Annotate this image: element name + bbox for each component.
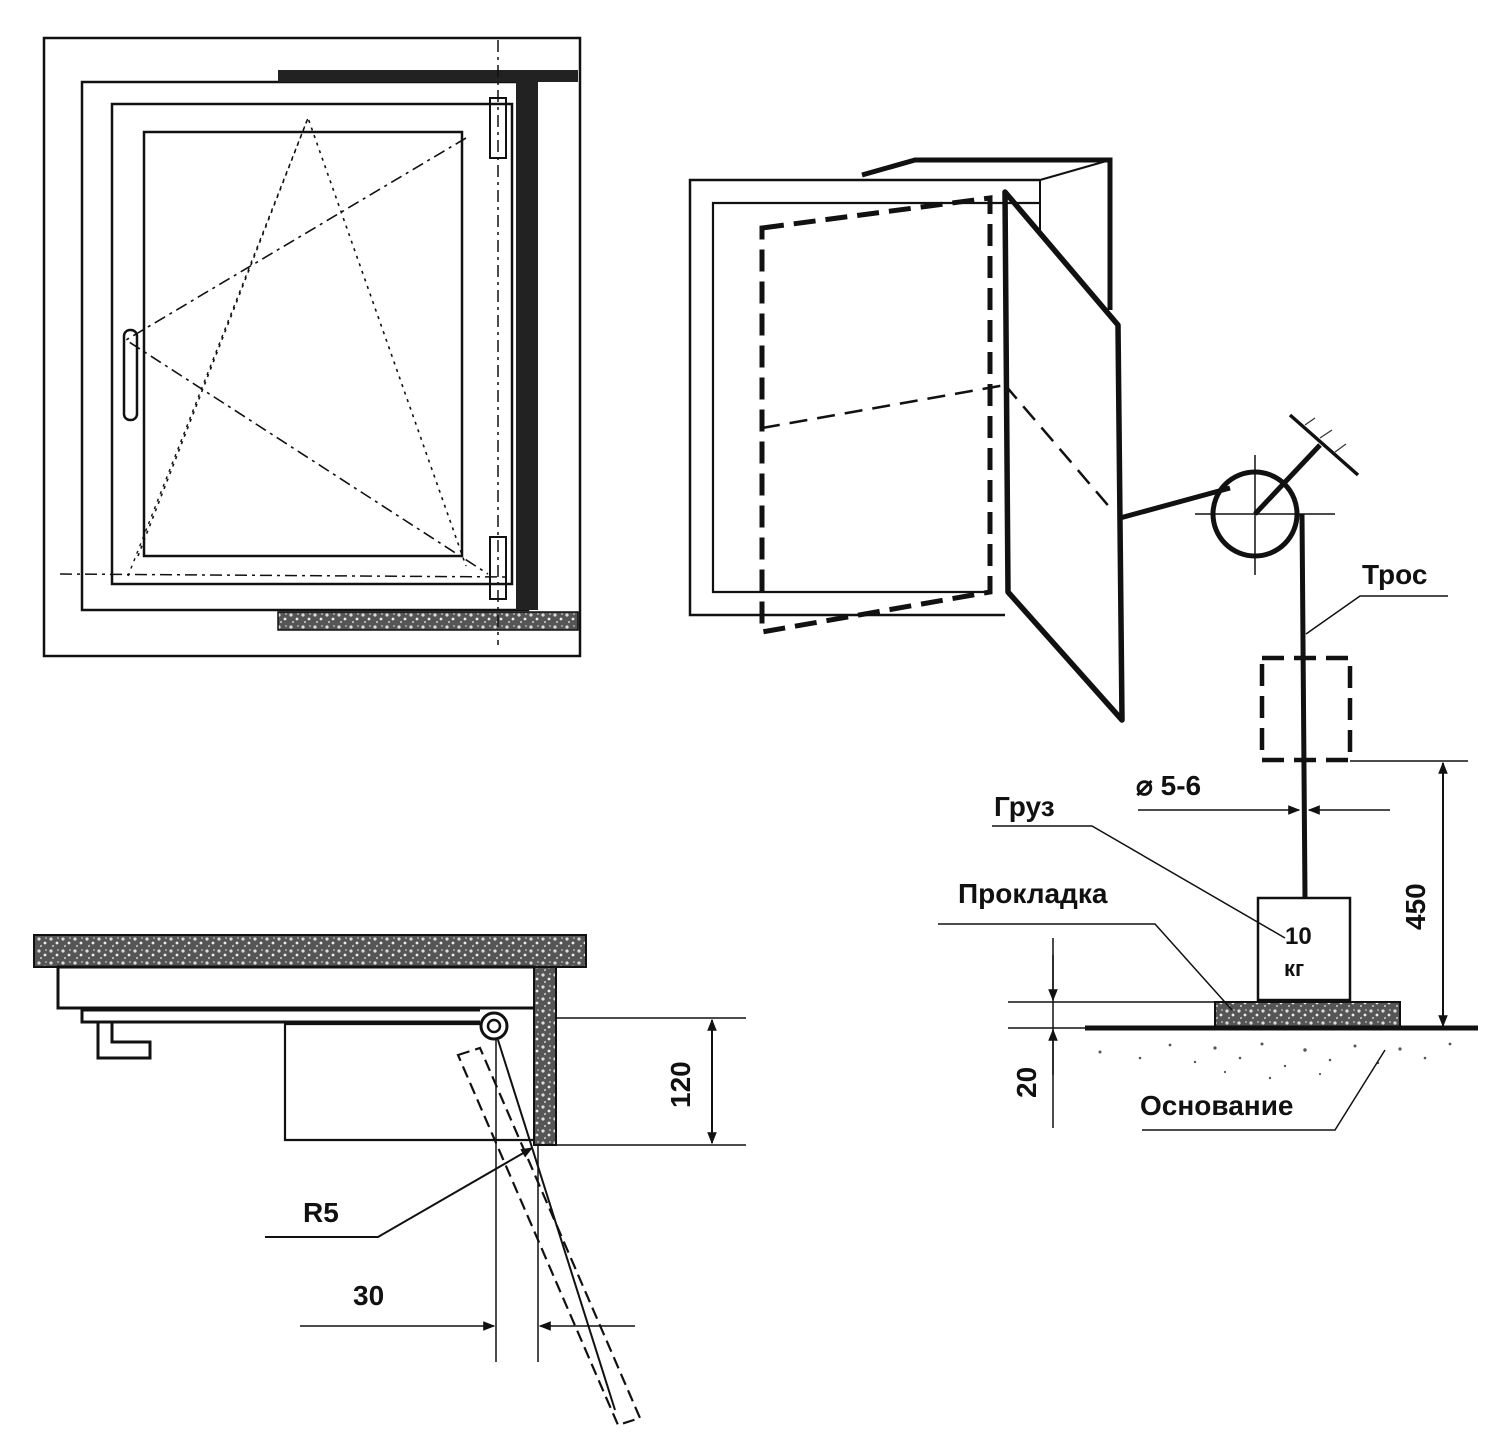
dim-text-450: 450 bbox=[1400, 883, 1431, 930]
top-slab bbox=[33, 934, 587, 968]
sash-opened-solid-edge bbox=[497, 1039, 616, 1411]
pad-gasket bbox=[1214, 1001, 1401, 1029]
label-weight: Груз bbox=[994, 791, 1055, 822]
opened-sash bbox=[1002, 189, 1125, 723]
frame-top-edge bbox=[861, 157, 1113, 310]
section-detail-view: 120 R5 30 bbox=[33, 934, 746, 1427]
window-glass bbox=[142, 130, 464, 558]
sash-section bbox=[283, 1022, 534, 1142]
ground-texture bbox=[1098, 1042, 1452, 1080]
seal-strip-right bbox=[516, 82, 538, 610]
cable-to-pulley bbox=[1119, 485, 1231, 521]
isometric-test-view: Трос ⌀ 5-6 Груз 10 кг Прокладка Основани… bbox=[688, 157, 1478, 1131]
frame-inner-outline bbox=[711, 201, 1040, 594]
seal-strip-top bbox=[278, 70, 578, 82]
sash-closed-position bbox=[759, 195, 993, 635]
dim-text-20: 20 bbox=[1011, 1067, 1042, 1098]
dim-text-30: 30 bbox=[353, 1280, 384, 1311]
leader-pad bbox=[938, 923, 1233, 1011]
label-base: Основание bbox=[1140, 1090, 1293, 1121]
seal-strip-bottom bbox=[277, 611, 579, 631]
leader-base bbox=[1142, 1049, 1386, 1131]
label-cable: Трос bbox=[1362, 559, 1427, 590]
mount-hatching bbox=[1304, 417, 1347, 453]
label-r5: R5 bbox=[303, 1197, 339, 1228]
diagonal-indicator-line bbox=[127, 117, 309, 577]
turn-indicator-lines bbox=[124, 137, 489, 575]
window-front-view bbox=[42, 36, 582, 658]
horizontal-centerline bbox=[59, 573, 509, 578]
pulley-mount bbox=[1288, 413, 1360, 477]
window-handle bbox=[122, 328, 139, 422]
sash-opened-dashed bbox=[456, 1046, 642, 1427]
frame-hook bbox=[96, 1022, 152, 1060]
dim-text-120: 120 bbox=[665, 1061, 696, 1108]
sash-mid-dashed-line-2 bbox=[1004, 384, 1113, 511]
leader-weight bbox=[992, 825, 1286, 939]
sash-mid-dashed-line bbox=[761, 383, 1006, 430]
label-pad: Прокладка bbox=[958, 878, 1108, 909]
leader-cable bbox=[1305, 595, 1448, 635]
leader-r5 bbox=[265, 1147, 534, 1238]
label-weight-value: 10 bbox=[1285, 923, 1312, 950]
pulley-bracket-arm bbox=[1253, 443, 1322, 516]
vertical-cable bbox=[1299, 513, 1308, 899]
window-sash bbox=[110, 102, 514, 586]
frame-depth-edge bbox=[1039, 159, 1111, 181]
frame-profile bbox=[56, 965, 534, 1010]
label-diameter: ⌀ 5-6 bbox=[1136, 770, 1201, 801]
weight-block bbox=[1256, 896, 1352, 1002]
tilt-indicator-lines bbox=[137, 115, 467, 567]
label-weight-unit: кг bbox=[1284, 956, 1304, 981]
hinge-pin-inner bbox=[486, 1018, 502, 1034]
wall-section bbox=[533, 966, 557, 1146]
outer-wall-opening bbox=[42, 36, 582, 658]
hinge-pin-outer bbox=[479, 1011, 509, 1041]
frame-profile-lower bbox=[80, 1008, 480, 1024]
